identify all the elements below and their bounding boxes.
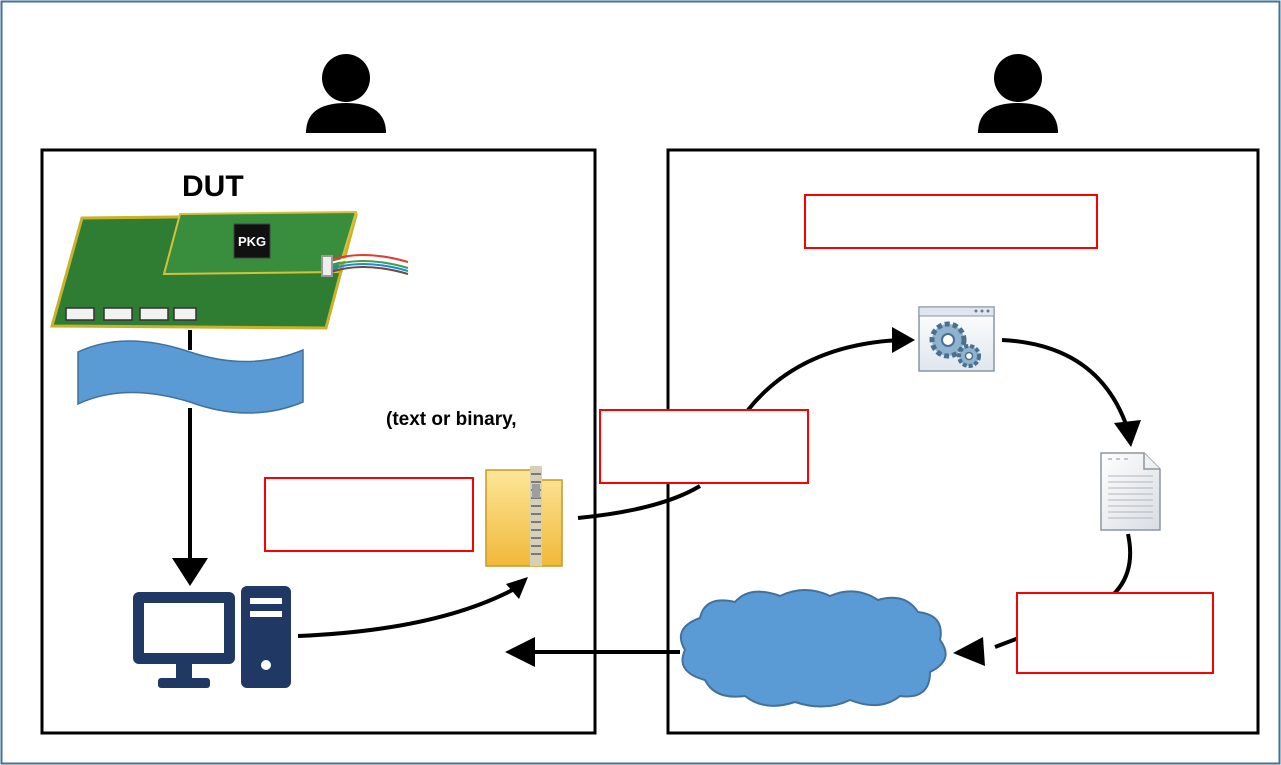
dut-title: DUT [182, 170, 244, 203]
ribbon-banner-icon [77, 340, 304, 414]
computer-to-zip-arrowhead [506, 577, 528, 599]
label-box-left [264, 477, 474, 552]
circuit-board-icon: PKG [50, 210, 409, 330]
pkg-chip: PKG [233, 223, 271, 259]
cloud-to-left-arrowhead [505, 637, 535, 667]
label-box-bottom-right [1016, 592, 1214, 674]
banner-to-computer-arrowhead [172, 558, 208, 586]
ribbon-cable [321, 254, 409, 277]
board-connectors [65, 307, 197, 321]
tool-to-document-arrowhead [1114, 420, 1141, 447]
document-to-cloud-arrowhead [953, 637, 985, 666]
computer-to-zip-arrow [297, 585, 519, 638]
zip-to-tool-arrow-upper [746, 338, 901, 412]
zip-to-tool-arrowhead [892, 327, 915, 353]
settings-application-icon [918, 306, 995, 372]
file-format-note: (text or binary, [386, 409, 517, 430]
person-icon-left [306, 54, 386, 133]
zip-to-tool-arrow-lower [577, 484, 702, 520]
zip-folder-icon [485, 466, 563, 567]
label-box-middle [599, 409, 809, 484]
desktop-computer-icon [133, 586, 291, 688]
cloud-icon [680, 589, 947, 708]
left-panel [40, 148, 597, 735]
pkg-chip-label: PKG [238, 234, 266, 249]
document-icon [1100, 452, 1161, 531]
label-box-top-right [804, 194, 1098, 249]
tool-to-document-arrow [1001, 338, 1130, 431]
person-icon-right [978, 54, 1058, 133]
